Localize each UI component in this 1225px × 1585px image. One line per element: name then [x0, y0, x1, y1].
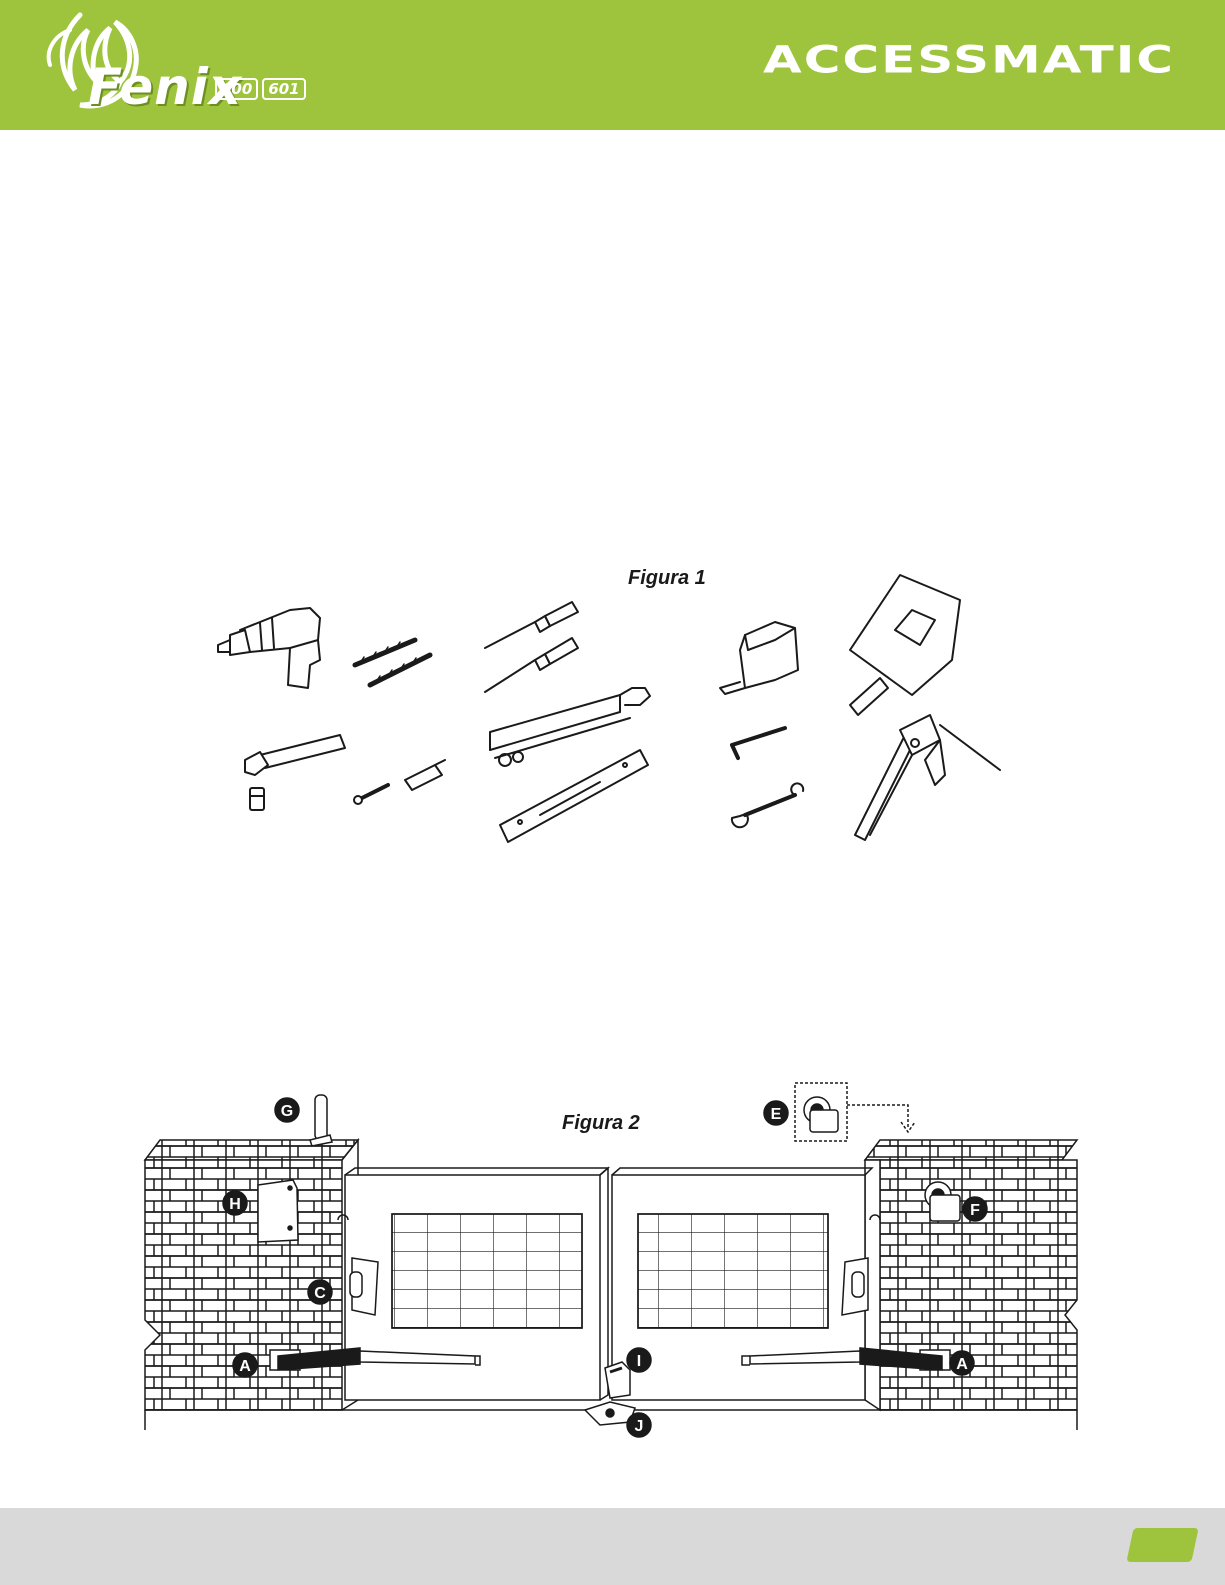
label-c: C [308, 1280, 332, 1304]
footer-bar [0, 1508, 1225, 1585]
svg-text:E: E [771, 1106, 782, 1123]
wrench-icon [732, 783, 803, 827]
gate-lock-right [842, 1258, 868, 1315]
gate-lock-c [350, 1258, 378, 1315]
label-i: I [627, 1348, 651, 1372]
label-a-right: A [950, 1351, 974, 1375]
label-h: H [223, 1191, 247, 1215]
allen-key-icon [732, 728, 785, 758]
accessmatic-logo: ACCESSMATIC [763, 38, 1175, 82]
welding-clamp-icon [855, 715, 1000, 840]
label-j: J [627, 1413, 651, 1437]
hacksaw-icon [490, 688, 650, 766]
header-banner: Fenix 600 601 ACCESSMATIC [0, 0, 1225, 130]
label-e: E [764, 1101, 788, 1125]
level-icon [500, 750, 648, 842]
screw-and-anchor-icon [354, 760, 445, 804]
control-box-h [258, 1180, 298, 1242]
svg-text:A: A [239, 1358, 251, 1375]
model-601: 601 [262, 78, 305, 100]
svg-text:J: J [635, 1418, 644, 1435]
page-number-tab [1126, 1528, 1198, 1562]
fenix-logo: Fenix 600 601 [40, 10, 330, 120]
svg-text:I: I [637, 1353, 641, 1370]
tape-measure-icon [720, 622, 798, 694]
svg-text:C: C [314, 1285, 326, 1302]
svg-text:H: H [229, 1196, 241, 1213]
drill-bits-icon [355, 640, 430, 685]
drill-icon [218, 608, 320, 688]
model-600: 600 [215, 78, 258, 100]
screwdrivers-icon [485, 602, 578, 692]
svg-text:F: F [970, 1202, 980, 1219]
figure-2-installation-diagram: G H C A A E F I J [130, 1080, 1090, 1460]
antenna-g [310, 1095, 332, 1146]
photocell-i [605, 1362, 630, 1398]
label-g: G [275, 1098, 299, 1122]
figure-1-tools [200, 560, 1020, 860]
label-f: F [963, 1197, 987, 1221]
flashing-lamp-e [795, 1083, 915, 1141]
svg-text:G: G [281, 1103, 293, 1120]
welding-mask-icon [850, 575, 960, 715]
model-numbers: 600 601 [215, 78, 306, 100]
ratchet-icon [245, 735, 345, 810]
label-a-left: A [233, 1353, 257, 1377]
svg-text:A: A [956, 1356, 968, 1373]
